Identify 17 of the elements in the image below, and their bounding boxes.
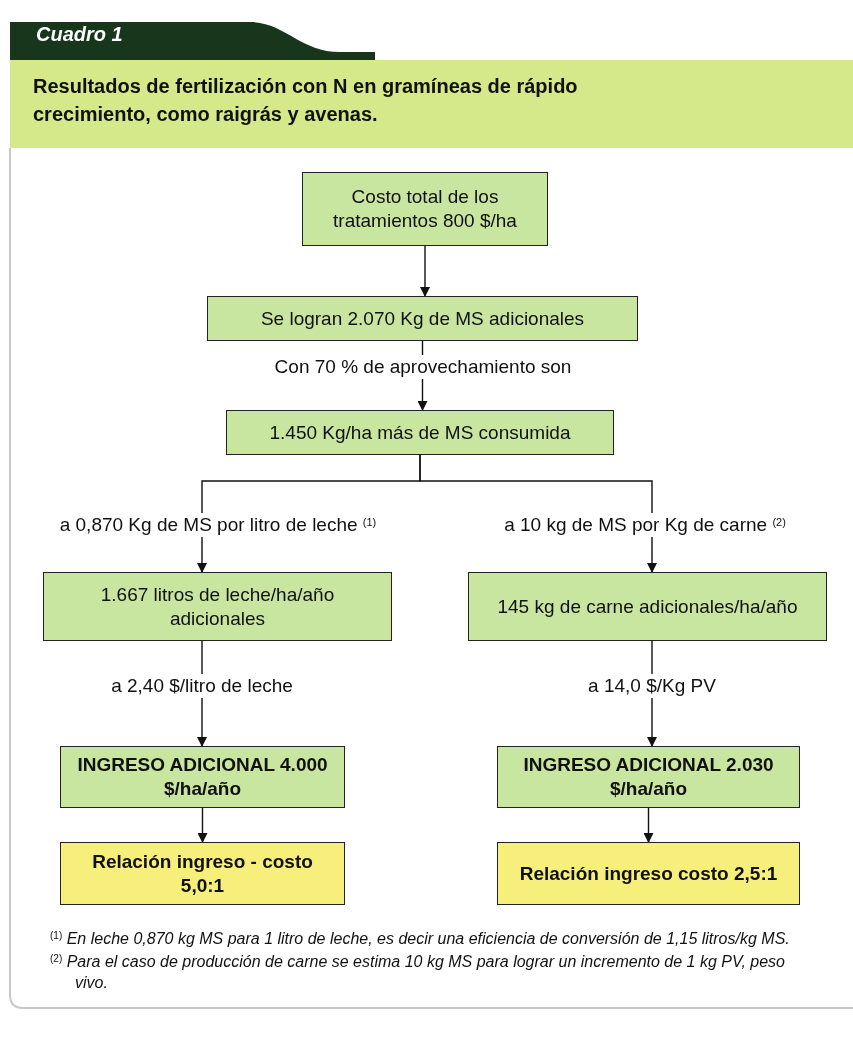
- arrow: [197, 807, 208, 843]
- process-box: Relación ingreso - costo 5,0:1: [60, 842, 345, 905]
- process-box: Se logran 2.070 Kg de MS adicionales: [207, 296, 638, 341]
- footnote: $^{(2)}$ Para el caso de producción de carne se estima 10 kg MS para lograr un incremento de 1 kg PV, peso vivo.: [50, 952, 786, 993]
- title: Resultados de fertilización con N en gramíneas de rápido crecimiento, como raigrás y avenas.: [33, 74, 579, 127]
- arrow: [420, 245, 430, 297]
- process-box: INGRESO ADICIONAL 2.030 $/ha/año: [497, 746, 800, 808]
- arrow: [643, 807, 654, 843]
- footnote: $^{(1)}$ En leche 0,870 kg MS para 1 litro de leche, es decir una eficiencia de conversión de 1,15 litros/kg MS.: [50, 929, 791, 949]
- process-box: 145 kg de carne adicionales/ha/año: [468, 572, 827, 641]
- process-box: 1.450 Kg/ha más de MS consumida: [226, 410, 614, 455]
- process-box: Relación ingreso costo 2,5:1: [497, 842, 800, 905]
- process-box: Costo total de los tratamientos 800 $/ha: [302, 172, 548, 246]
- process-box: INGRESO ADICIONAL 4.000 $/ha/año: [60, 746, 345, 808]
- tab-label: Cuadro 1: [36, 24, 123, 44]
- arrow: [419, 454, 657, 573]
- process-box: 1.667 litros de leche/ha/año adicionales: [43, 572, 392, 641]
